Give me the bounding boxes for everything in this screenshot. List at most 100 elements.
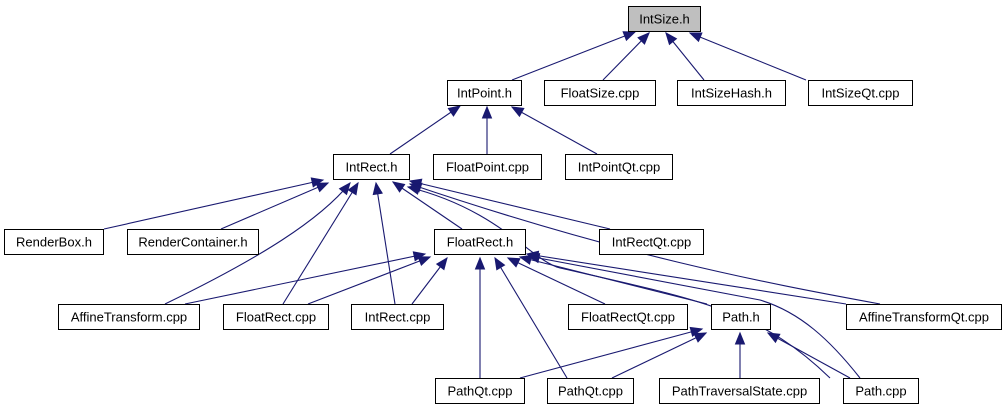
edge-line [389,105,461,155]
arrowhead-icon [766,332,781,344]
edge-line [307,256,431,305]
edge-line [494,257,568,379]
node-box [58,304,200,330]
node-box [711,304,771,330]
node-label: PathQt.cpp [558,384,623,399]
node-box [544,80,656,106]
node-path-h[interactable]: Path.h [711,304,771,330]
edge-pathtraversalstate-cpp-to-path-h [734,331,746,378]
node-label: FloatRect.h [447,235,513,250]
edge-affinetransform-cpp-to-intrect-h [164,181,351,305]
edge-affinetransform-cpp-to-floatrect-h [184,251,427,305]
edge-intpointqt-cpp-to-intpoint-h [510,106,598,155]
node-box [547,378,634,404]
node-label: IntSize.h [639,12,690,27]
edge-intrectqt-cpp-to-intrect-h [408,178,611,230]
node-affinetransformqt-cpp[interactable]: AffineTransformQt.cpp [846,304,1002,330]
edge-intrect-cpp-to-floatrect-h [411,256,448,305]
node-floatrect-h[interactable]: FloatRect.h [434,229,526,255]
node-label: FloatSize.cpp [561,86,640,101]
node-label: Path.cpp [855,384,906,399]
edge-line [526,253,847,305]
node-box [433,154,542,180]
node-label: IntRect.cpp [365,310,431,325]
edge-pathqt-cpp-2-to-floatrect-h [494,256,568,379]
edge-intrect-h-to-intpoint-h [389,105,462,155]
node-pathqt-cpp-1[interactable]: PathQt.cpp [435,378,525,404]
node-pathtraversalstate-cpp[interactable]: PathTraversalState.cpp [659,378,820,404]
arrowhead-icon [347,181,359,196]
node-box [659,378,820,404]
arrowhead-icon [406,184,421,195]
node-box [127,229,259,255]
node-intsize-h[interactable]: IntSize.h [628,6,701,32]
edge-line [611,332,707,379]
node-affinetransform-cpp[interactable]: AffineTransform.cpp [58,304,200,330]
node-box [333,154,410,180]
edge-line [767,332,851,379]
arrowhead-icon [435,256,448,271]
arrowhead-icon [417,256,432,267]
node-floatrectqt-cpp[interactable]: FloatRectQt.cpp [568,304,688,330]
node-label: FloatPoint.cpp [446,160,529,175]
node-box [843,378,919,404]
node-label: RenderBox.h [16,235,92,250]
edges-layer [103,31,881,379]
node-label: IntPoint.h [457,86,512,101]
edge-pathqt-cpp-2-to-path-h [611,332,708,379]
node-rendercontainer-h[interactable]: RenderContainer.h [127,229,259,255]
arrowhead-icon [665,31,678,46]
edge-line [392,181,463,230]
node-box [351,304,444,330]
edge-pathqt-cpp-1-to-path-h [519,326,704,379]
arrowhead-icon [734,331,746,345]
edge-intsizehash-h-to-intsize-h [665,31,705,81]
edge-rendercontainer-h-to-intrect-h [220,182,330,230]
edge-line [519,328,703,379]
node-floatsize-cpp[interactable]: FloatSize.cpp [544,80,656,106]
node-intrectqt-cpp[interactable]: IntRectQt.cpp [599,229,704,255]
node-label: IntPointQt.cpp [578,160,660,175]
node-intpoint-h[interactable]: IntPoint.h [447,80,522,106]
node-intrect-h[interactable]: IntRect.h [333,154,410,180]
node-label: IntSizeQt.cpp [821,86,899,101]
node-intpointqt-cpp[interactable]: IntPointQt.cpp [565,154,673,180]
node-intrect-cpp[interactable]: IntRect.cpp [351,304,444,330]
node-label: IntRectQt.cpp [612,235,691,250]
arrowhead-icon [688,32,703,43]
node-label: IntSizeHash.h [691,86,772,101]
node-path-cpp[interactable]: Path.cpp [843,378,919,404]
edge-line [282,182,359,305]
node-renderbox-h[interactable]: RenderBox.h [4,229,104,255]
node-label: PathQt.cpp [447,384,512,399]
node-label: Path.h [722,310,760,325]
arrowhead-icon [447,105,462,117]
node-label: RenderContainer.h [138,235,247,250]
arrowhead-icon [637,32,650,45]
arrowhead-icon [693,332,708,343]
node-label: FloatRectQt.cpp [581,310,675,325]
node-box [628,6,701,32]
edge-line [507,257,606,305]
node-floatrect-cpp[interactable]: FloatRect.cpp [223,304,329,330]
node-box [846,304,1002,330]
node-box [599,229,704,255]
node-pathqt-cpp-2[interactable]: PathQt.cpp [547,378,634,404]
arrowhead-icon [315,182,330,193]
arrowhead-icon [510,106,525,118]
node-floatpoint-cpp[interactable]: FloatPoint.cpp [433,154,542,180]
node-intsizeqt-cpp[interactable]: IntSizeQt.cpp [808,80,913,106]
edge-intsizeqt-cpp-to-intsize-h [688,32,807,81]
edge-floatrect-cpp-to-floatrect-h [307,256,432,305]
edge-floatrectqt-cpp-to-floatrect-h [506,257,606,305]
node-label: AffineTransform.cpp [71,310,187,325]
edge-floatpoint-cpp-to-intpoint-h [481,105,493,154]
arrowhead-icon [622,31,637,42]
arrowhead-icon [391,181,406,193]
arrowhead-icon [481,105,493,119]
node-intsizehash-h[interactable]: IntSizeHash.h [677,80,786,106]
arrowhead-icon [474,256,486,270]
edge-intrect-cpp-to-intrect-h [372,181,396,305]
